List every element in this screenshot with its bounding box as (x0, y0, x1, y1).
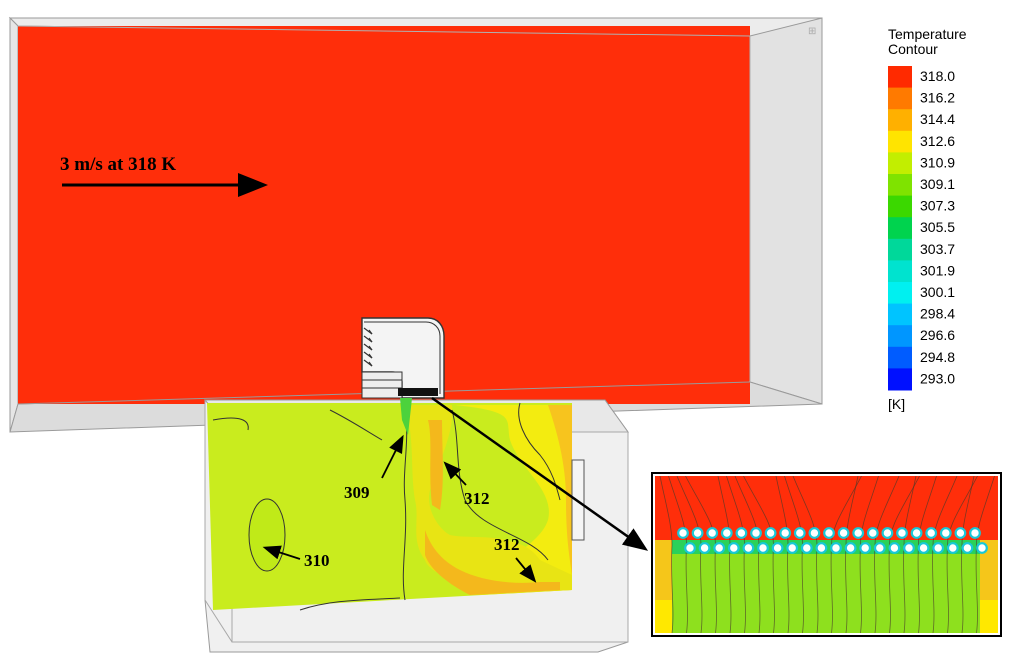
tube (764, 527, 777, 539)
zoom-inset (651, 472, 1002, 637)
legend-value: 301.9 (920, 262, 955, 278)
tube (946, 542, 959, 554)
legend-swatch (888, 325, 912, 348)
legend-swatch (888, 346, 912, 369)
legend-swatch (888, 130, 912, 153)
legend-value: 293.0 (920, 370, 955, 386)
tube (954, 527, 967, 539)
tube (976, 542, 988, 554)
streamline (932, 476, 958, 633)
tube (866, 527, 879, 539)
tube (852, 527, 865, 539)
tube (903, 542, 915, 554)
tube (939, 527, 952, 539)
legend-value: 310.9 (920, 154, 955, 170)
legend-title: Temperature (888, 26, 967, 42)
annotation-310: 310 (262, 545, 330, 570)
tube (859, 542, 872, 554)
legend-value: 298.4 (920, 306, 955, 322)
tube (925, 527, 938, 539)
legend-unit: [K] (888, 396, 905, 412)
legend-swatch (888, 282, 912, 305)
tube (932, 542, 945, 554)
tube (881, 527, 894, 539)
tube (691, 527, 704, 539)
tube (800, 542, 813, 554)
tube (888, 542, 901, 554)
tube (786, 542, 799, 554)
tube (698, 542, 711, 554)
tube (844, 542, 857, 554)
legend-swatch (888, 109, 912, 132)
svg-text:312: 312 (494, 535, 520, 554)
svg-text:310: 310 (304, 551, 330, 570)
zoom-callout-arrow (431, 396, 649, 551)
tube (771, 542, 784, 554)
tube (917, 542, 930, 554)
tube (684, 542, 696, 554)
tube (830, 542, 842, 554)
legend-value: 294.8 (920, 349, 955, 365)
tube (808, 527, 821, 539)
inlet-label: 3 m/s at 318 K (60, 154, 176, 175)
svg-text:309: 309 (344, 483, 370, 502)
streamline (975, 476, 995, 633)
legend-swatch (888, 260, 912, 283)
tube (720, 527, 733, 539)
legend-swatch (888, 174, 912, 197)
axis-triad-icon: ⊞ (808, 26, 816, 37)
cool-spot-contour (248, 498, 286, 572)
legend-value: 303.7 (920, 241, 955, 257)
streamline (946, 476, 978, 633)
tube (735, 527, 748, 539)
legend-value: 318.0 (920, 68, 955, 84)
annotation-312-upper: 312 (443, 461, 490, 508)
temperature-plane (207, 402, 572, 611)
legend-value: 296.6 (920, 327, 955, 343)
legend-subtitle: Contour (888, 41, 938, 57)
legend-swatch (888, 303, 912, 326)
tube-bank (677, 527, 988, 554)
tube (779, 527, 792, 539)
tube (969, 527, 981, 539)
legend-swatch (888, 368, 912, 391)
tube (961, 542, 974, 554)
annotation-312-lower: 312 (494, 535, 537, 583)
legend: Temperature Contour 318.0 316.2 314.4 312.6… (888, 26, 967, 412)
legend-swatch (888, 152, 912, 175)
tube (706, 527, 719, 539)
legend-swatch (888, 87, 912, 110)
streamline (961, 476, 975, 633)
legend-value: 309.1 (920, 176, 955, 192)
tube (750, 527, 762, 539)
tube (677, 527, 689, 539)
legend-value: 300.1 (920, 284, 955, 300)
legend-swatch (888, 238, 912, 261)
tube (823, 527, 835, 539)
legend-swatch (888, 195, 912, 218)
tube (910, 527, 923, 539)
tube (727, 542, 740, 554)
legend-value: 316.2 (920, 90, 955, 106)
tube (873, 542, 886, 554)
tube (757, 542, 769, 554)
tube (837, 527, 850, 539)
tube (793, 527, 806, 539)
streamline (659, 476, 674, 633)
annotation-309: 309 (344, 434, 404, 502)
legend-swatch (888, 217, 912, 240)
legend-value: 307.3 (920, 198, 955, 214)
legend-value: 305.5 (920, 219, 955, 235)
tube (713, 542, 726, 554)
tube (896, 527, 908, 539)
tube (815, 542, 828, 554)
legend-swatch (888, 66, 912, 89)
svg-text:312: 312 (464, 489, 490, 508)
legend-value: 314.4 (920, 111, 955, 127)
legend-value: 312.6 (920, 133, 955, 149)
tube (742, 542, 755, 554)
heat-exchanger-unit (361, 317, 445, 435)
